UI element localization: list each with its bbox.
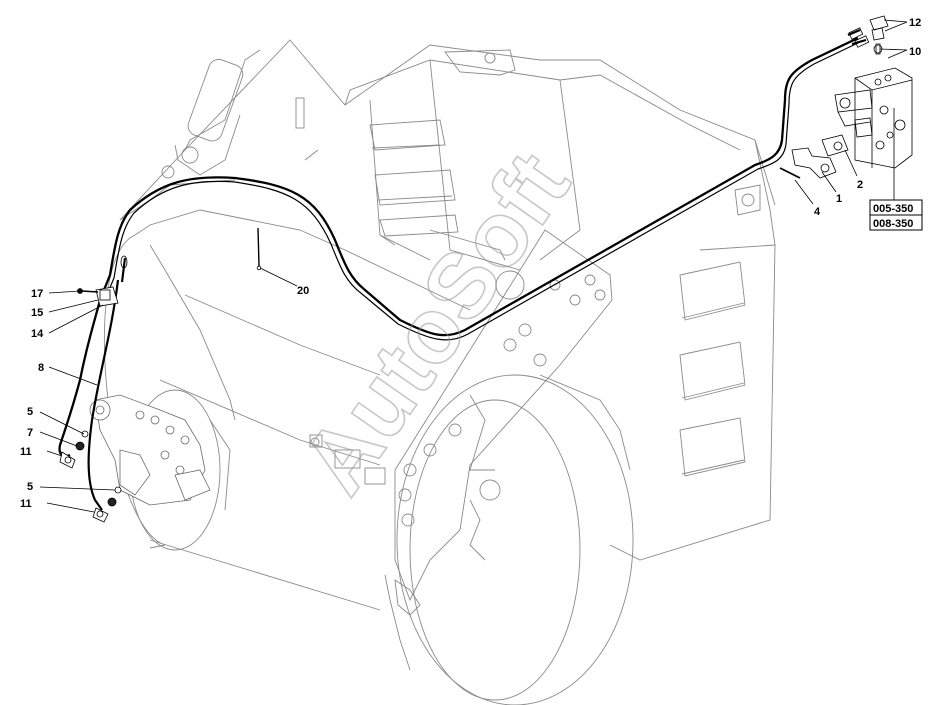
callout-11: 11: [20, 446, 32, 458]
callout-2: 2: [857, 179, 863, 191]
callout-10: 10: [909, 46, 921, 58]
lower-fittings: [59, 430, 122, 523]
hydraulic-hose: [58, 15, 889, 511]
callout-7: 7: [27, 427, 33, 439]
reference-code-1[interactable]: 005-350: [873, 203, 913, 215]
leader-lines: [39, 19, 908, 513]
callout-1: 1: [836, 193, 842, 205]
machine-frame: [119, 39, 776, 561]
pin-20: [256, 227, 262, 271]
valve-block: [779, 43, 913, 179]
callout-5: 5: [27, 406, 33, 418]
callout-8: 8: [38, 362, 44, 374]
reference-box: 005-350 008-350: [869, 199, 923, 231]
callout-20: 20: [297, 285, 309, 297]
reference-code-2[interactable]: 008-350: [873, 218, 913, 230]
callout-11-lower: 11: [20, 498, 32, 510]
callout-4: 4: [814, 206, 821, 218]
motor-assembly: [89, 394, 211, 506]
callout-14: 14: [31, 328, 44, 340]
callout-labels: 12 10 2 1 4 20 17 15 14 8 5 7 11 5 11: [20, 17, 921, 510]
callout-15: 15: [31, 307, 43, 319]
hose-clamp: [77, 286, 119, 307]
callout-12: 12: [909, 17, 921, 29]
callout-5-lower: 5: [27, 481, 33, 493]
callout-17: 17: [31, 288, 43, 300]
watermark: AutoSoft: [283, 135, 589, 512]
